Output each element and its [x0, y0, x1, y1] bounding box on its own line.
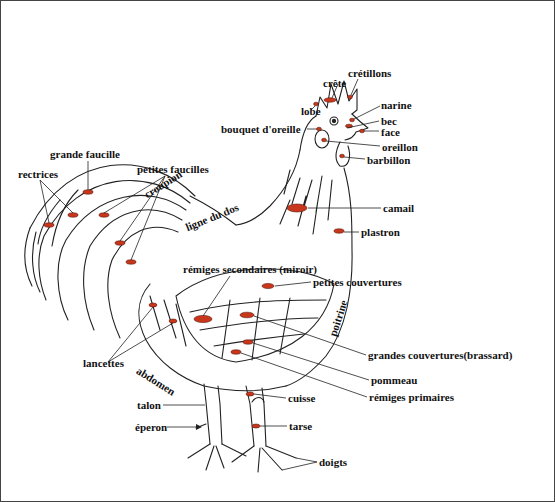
arrow-head: [196, 424, 202, 430]
part-label: grande faucille: [50, 148, 120, 160]
part-label: talon: [137, 399, 161, 411]
part-label: lancettes: [83, 357, 124, 369]
leader-lines: [40, 79, 381, 470]
location-dots: [44, 95, 364, 428]
part-label: doigts: [319, 456, 347, 468]
part-label: bouquet d'oreille: [221, 123, 301, 135]
part-label: crétillons: [348, 67, 391, 79]
part-label: petites couvertures: [313, 276, 402, 288]
part-label: bec: [381, 115, 397, 127]
part-label: grandes couvertures(brassard): [368, 349, 512, 361]
part-label: pommeau: [371, 374, 417, 386]
part-label: crête: [323, 77, 346, 89]
part-label: face: [381, 126, 400, 138]
part-label: lobe: [301, 105, 321, 117]
part-label: cuisse: [288, 392, 316, 404]
part-label: tarse: [289, 420, 312, 432]
part-label: éperon: [135, 421, 167, 433]
part-label: barbillon: [367, 154, 410, 166]
part-label: rémiges secondaires (miroir): [183, 263, 317, 275]
part-label: rectrices: [18, 168, 58, 180]
part-label: rémiges primaires: [369, 391, 454, 403]
part-label: plastron: [361, 226, 400, 238]
part-label: oreillon: [382, 141, 418, 153]
part-label: narine: [381, 99, 412, 111]
part-label: camail: [383, 202, 414, 214]
